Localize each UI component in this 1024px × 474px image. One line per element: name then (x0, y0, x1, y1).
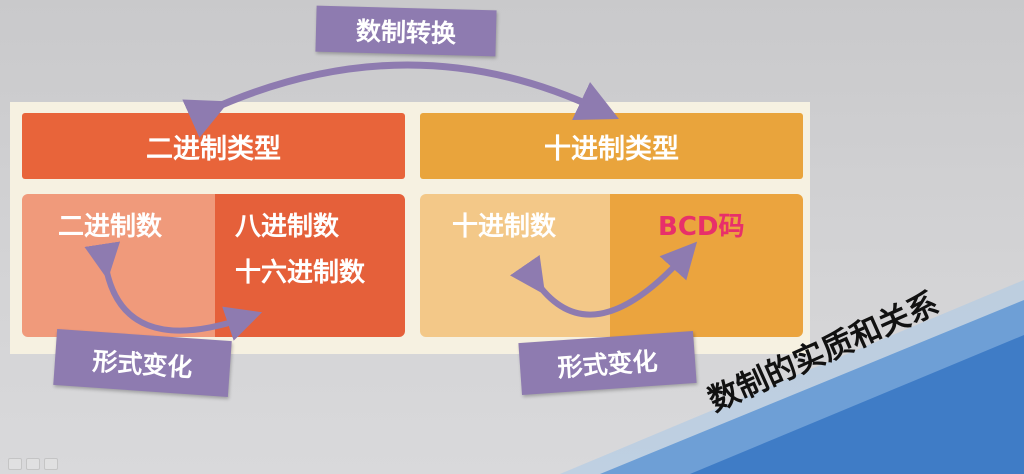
number-conversion-tag-label: 数制转换 (355, 16, 457, 49)
binary-type-header-label: 二进制类型 (146, 133, 281, 165)
form-change-tag-right: 形式变化 (518, 330, 697, 396)
binary-number-label: 二进制数 (58, 212, 163, 242)
pointer-tool-icon[interactable] (8, 458, 22, 470)
octal-number-label: 八进制数 (235, 212, 340, 242)
binary-type-header: 二进制类型 (22, 113, 405, 179)
number-conversion-tag: 数制转换 (315, 5, 497, 57)
decimal-number-label: 十进制数 (452, 212, 557, 242)
decimal-type-header: 十进制类型 (420, 113, 803, 179)
form-change-tag-right-label: 形式变化 (556, 346, 659, 383)
slideshow-controls[interactable] (8, 458, 58, 470)
hex-number-label: 十六进制数 (235, 258, 366, 288)
form-change-tag-left-label: 形式变化 (91, 346, 194, 383)
pen-tool-icon[interactable] (26, 458, 40, 470)
form-change-tag-left: 形式变化 (53, 328, 232, 398)
menu-icon[interactable] (44, 458, 58, 470)
decimal-type-header-label: 十进制类型 (544, 133, 679, 165)
bcd-code-label: BCD码 (658, 212, 745, 242)
